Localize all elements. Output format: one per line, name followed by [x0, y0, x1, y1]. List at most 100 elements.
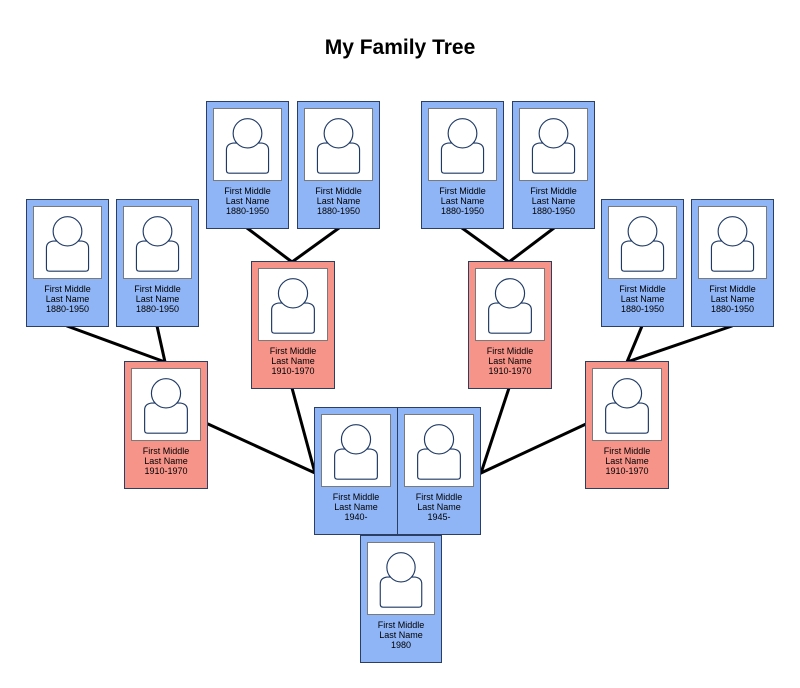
person-first-middle: First Middle [709, 284, 756, 294]
person-dates: 1880-1950 [135, 304, 180, 314]
person-dates: 1910-1970 [488, 366, 532, 376]
person-first-middle: First Middle [142, 446, 190, 456]
person-silhouette-icon [123, 206, 192, 279]
person-silhouette-icon [592, 368, 662, 441]
person-silhouette-icon [367, 542, 435, 615]
connector-line [507, 226, 556, 264]
person-last-name: Last Name [135, 294, 180, 304]
person-last-name: Last Name [316, 196, 361, 206]
person-dates: 1940- [344, 512, 368, 522]
connector-line [479, 386, 511, 475]
person-last-name: Last Name [144, 456, 188, 466]
connector-line [245, 226, 294, 264]
person-dates: 1945- [427, 512, 451, 522]
person-first-middle: First Middle [134, 284, 181, 294]
person-first-middle: First Middle [332, 492, 380, 502]
person-silhouette-icon [698, 206, 767, 279]
person-last-name: Last Name [45, 294, 90, 304]
person-silhouette-icon [475, 268, 545, 341]
person-first-middle: First Middle [486, 346, 534, 356]
person-dates: 1880-1950 [710, 304, 755, 314]
person-dates: 1910-1970 [605, 466, 649, 476]
person-last-name: Last Name [531, 196, 576, 206]
person-first-middle: First Middle [224, 186, 271, 196]
person-silhouette-icon [258, 268, 328, 341]
connector-line [479, 422, 588, 475]
connector-line [625, 324, 734, 364]
person-dates: 1910-1970 [271, 366, 315, 376]
person-first-middle: First Middle [269, 346, 317, 356]
connector-line [65, 324, 167, 364]
person-silhouette-icon [213, 108, 282, 181]
person-dates: 1880-1950 [620, 304, 665, 314]
person-last-name: Last Name [334, 502, 378, 512]
connector-line [290, 226, 341, 264]
person-silhouette-icon [608, 206, 677, 279]
connector-line [206, 422, 317, 475]
person-first-middle: First Middle [44, 284, 91, 294]
person-last-name: Last Name [440, 196, 485, 206]
person-last-name: Last Name [271, 356, 315, 366]
person-silhouette-icon [321, 414, 391, 487]
person-last-name: Last Name [488, 356, 532, 366]
person-dates: 1880-1950 [440, 206, 485, 216]
person-silhouette-icon [428, 108, 497, 181]
person-first-middle: First Middle [603, 446, 651, 456]
person-dates: 1880-1950 [45, 304, 90, 314]
person-last-name: Last Name [417, 502, 461, 512]
person-last-name: Last Name [710, 294, 755, 304]
person-first-middle: First Middle [439, 186, 486, 196]
person-dates: 1880-1950 [531, 206, 576, 216]
person-first-middle: First Middle [377, 620, 425, 630]
person-first-middle: First Middle [619, 284, 666, 294]
page-title: My Family Tree [324, 36, 476, 59]
person-dates: 1980 [390, 640, 412, 650]
person-dates: 1910-1970 [144, 466, 188, 476]
connector-line [460, 226, 511, 264]
person-silhouette-icon [131, 368, 201, 441]
person-silhouette-icon [304, 108, 373, 181]
person-first-middle: First Middle [530, 186, 577, 196]
person-silhouette-icon [404, 414, 474, 487]
person-last-name: Last Name [225, 196, 270, 206]
person-silhouette-icon [519, 108, 588, 181]
person-first-middle: First Middle [315, 186, 362, 196]
person-dates: 1880-1950 [316, 206, 361, 216]
connector-line [625, 324, 644, 364]
person-silhouette-icon [33, 206, 102, 279]
person-last-name: Last Name [620, 294, 665, 304]
connector-line [155, 324, 167, 364]
person-first-middle: First Middle [415, 492, 463, 502]
